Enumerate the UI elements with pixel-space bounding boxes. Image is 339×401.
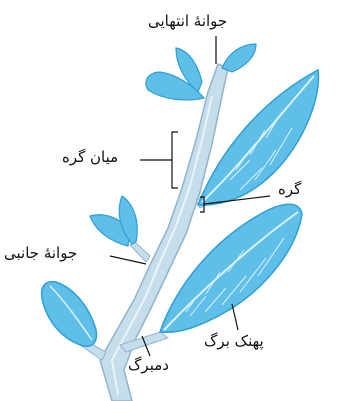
internode-label: میان گره [62, 150, 118, 165]
node-label: گره [278, 182, 301, 197]
lateral-bud-stalk [130, 242, 150, 262]
lateral-bud-label: جوانهٔ جانبی [4, 246, 77, 261]
lateral-bud-leader-line [110, 256, 146, 264]
left-leaf [42, 282, 97, 347]
petiole-label: دمبرگ [128, 358, 169, 373]
lateral-bud-leaves [90, 196, 137, 246]
leaf-blade-label: پهنک برگ [204, 334, 264, 349]
terminal-bud-leaves [146, 44, 256, 100]
internode-bracket [172, 132, 178, 188]
leaf-blade-leader-line [232, 304, 238, 330]
terminal-bud-label: جوانهٔ انتهایی [148, 14, 227, 29]
